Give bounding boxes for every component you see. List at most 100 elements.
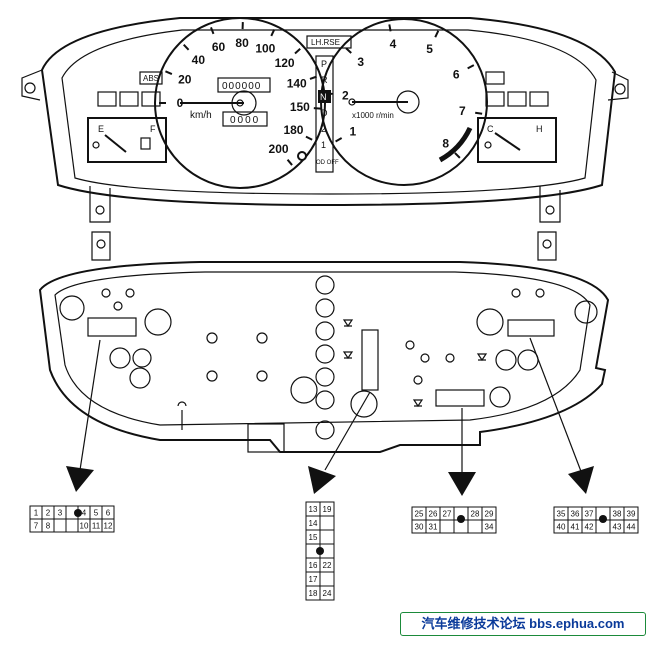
connector-b-cell: [320, 572, 334, 586]
brake-lamp-icon: [142, 92, 160, 106]
connector-d-pin-label: 44: [627, 523, 636, 532]
speed-scale-label: 120: [275, 56, 295, 70]
gear-d: D: [321, 108, 328, 118]
connector-c-pin-label: 29: [485, 510, 494, 519]
gear-od-off: OD OFF: [316, 160, 339, 166]
tachometer-scale: 1 2 3 4 5 6 7 8: [325, 24, 482, 157]
connector-b-pin-label: 15: [309, 533, 318, 542]
tach-scale-tick: [455, 153, 460, 158]
arrow-head-c: [448, 472, 476, 496]
speed-scale-label: 180: [283, 123, 303, 137]
gear-1: 1: [321, 140, 326, 150]
tach-scale-label: 5: [426, 42, 433, 56]
oil-can-lamp-icon: [508, 92, 526, 106]
speed-scale-label: 150: [290, 100, 310, 114]
gear-2: 2: [321, 124, 326, 134]
connector-b-pin-label: 18: [309, 589, 318, 598]
speed-scale-label: 200: [269, 142, 289, 156]
connector-a-pin-label: 4: [82, 509, 87, 518]
gear-r: R: [321, 75, 328, 85]
gear-p: P: [321, 59, 327, 69]
tach-scale-label: 4: [390, 37, 397, 51]
connector-a-cell: [54, 519, 66, 532]
light-lamp-icon: [486, 72, 504, 84]
connector-c-cell: [468, 520, 482, 533]
forum-watermark: 汽车维修技术论坛 bbs.ephua.com: [400, 612, 646, 636]
arrow-head-b: [308, 466, 336, 494]
tach-scale-label: 6: [453, 67, 460, 81]
tach-scale-tick: [389, 24, 390, 31]
connector-key-dot: [316, 547, 324, 555]
connector-c-pin-label: 26: [429, 510, 438, 519]
connector-d-pin-label: 41: [571, 523, 580, 532]
connector-c-pin-label: 27: [443, 510, 452, 519]
connector-a-pin-label: 3: [58, 509, 63, 518]
temp-cold-label: C: [487, 124, 494, 134]
abs-label: ABS: [143, 74, 159, 83]
rear-components: [60, 276, 597, 439]
arrow-head-a: [66, 466, 94, 492]
connector-a-pin-label: 5: [94, 509, 99, 518]
connector-d-pin-label: 39: [627, 510, 636, 519]
tach-scale-tick: [336, 138, 342, 142]
connector-a-pin-label: 8: [46, 522, 51, 531]
connector-key-dot: [457, 515, 465, 523]
connector-a-pin-label: 11: [92, 522, 101, 531]
fuel-pump-icon: [141, 138, 150, 149]
connector-d-pin-label: 43: [613, 523, 622, 532]
connector-b-pin-label: 17: [309, 575, 318, 584]
connector-a-pin-label: 6: [106, 509, 111, 518]
headlight-lamp-icon: [486, 92, 504, 106]
arrow-head-d: [568, 466, 594, 494]
tach-scale-tick: [435, 31, 438, 37]
speed-scale-label: 100: [255, 42, 275, 56]
tach-scale-label: 8: [442, 137, 449, 151]
connector-a-pin-label: 2: [46, 509, 51, 518]
connector-c-pin-label: 28: [471, 510, 480, 519]
temp-hot-label: H: [536, 124, 543, 134]
connector-a-pin-label: 1: [34, 509, 39, 518]
connector-b-pin-label: 24: [323, 589, 332, 598]
speed-scale-label: 140: [287, 76, 307, 90]
cluster-rear-housing: [40, 232, 608, 452]
speed-scale-tick: [211, 27, 214, 34]
speed-scale-label: 80: [235, 36, 249, 50]
tach-scale-label: 2: [342, 88, 349, 102]
tach-scale-label: 1: [350, 125, 357, 139]
oil-lamp-icon: [98, 92, 116, 106]
trip-value: 0000: [230, 115, 260, 126]
speed-scale-label: 0: [177, 96, 184, 110]
connector-d-pin-label: 35: [557, 510, 566, 519]
connector-a-pin-label: 12: [104, 522, 113, 531]
connector-b-pin-label: 14: [309, 519, 318, 528]
connector-c-pin-label: 30: [415, 523, 424, 532]
connector-a-pin-label: 10: [80, 522, 89, 531]
connector-b-pin-label: 13: [309, 505, 318, 514]
speed-scale-label: 20: [178, 73, 192, 87]
connector-c-pinout: 25 26 27 28 29 30 31 34: [412, 507, 496, 533]
right-warning-lamps: [486, 72, 548, 106]
speed-scale-tick: [165, 71, 171, 74]
connector-d-pin-label: 40: [557, 523, 566, 532]
fuel-empty-label: E: [98, 124, 104, 134]
connector-b-pin-label: 22: [323, 561, 332, 570]
connector-c-pin-label: 34: [485, 523, 494, 532]
temperature-gauge: C H: [478, 118, 556, 162]
left-warning-lamps: ABS: [98, 72, 162, 106]
connector-d-pin-label: 38: [613, 510, 622, 519]
connector-key-dot: [599, 515, 607, 523]
connector-d-pin-label: 36: [571, 510, 580, 519]
trip-reset-knob: [298, 152, 306, 160]
fuel-gauge: E F: [88, 118, 166, 162]
rear-connector-block: [248, 424, 284, 452]
connector-c-pin-label: 31: [429, 523, 438, 532]
connector-c-pin-label: 25: [415, 510, 424, 519]
connector-d-pin-label: 37: [585, 510, 594, 519]
tach-scale-label: 7: [459, 104, 466, 118]
tach-scale-label: 3: [357, 55, 364, 69]
speed-scale-tick: [288, 160, 292, 165]
battery-lamp-icon: [120, 92, 138, 106]
